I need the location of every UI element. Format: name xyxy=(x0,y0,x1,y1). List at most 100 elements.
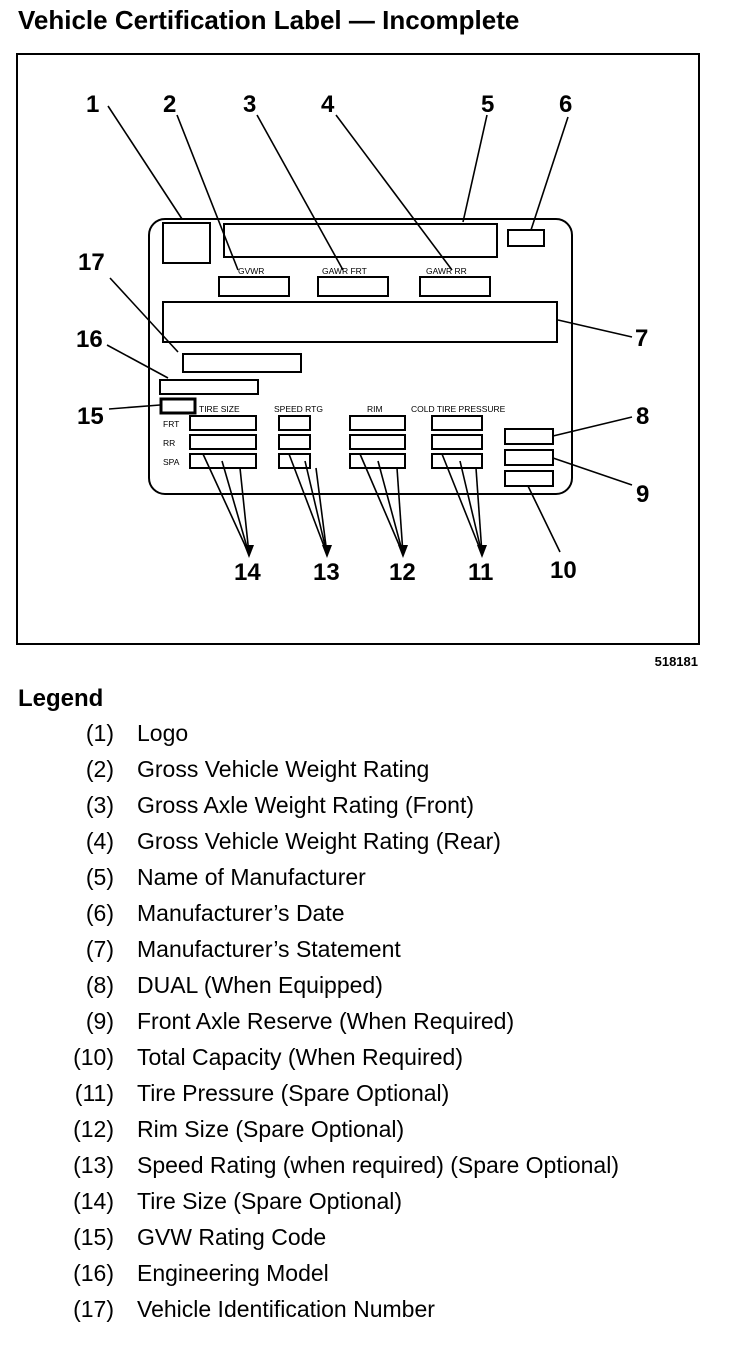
total-capacity-box xyxy=(504,470,554,487)
legend-text: Gross Vehicle Weight Rating (Rear) xyxy=(137,828,501,854)
dual-box xyxy=(504,428,554,445)
legend-code: (4) xyxy=(85,828,114,854)
pressure-frt xyxy=(431,415,483,431)
rim-frt xyxy=(349,415,406,431)
legend-code: (9) xyxy=(85,1008,114,1034)
legend-text: Rim Size (Spare Optional) xyxy=(137,1116,405,1142)
legend-item: (4) Gross Vehicle Weight Rating (Rear) xyxy=(0,826,752,857)
label-outline xyxy=(148,218,573,495)
frt-label: FRT xyxy=(163,419,179,429)
spa-label: SPA xyxy=(163,457,180,467)
cold-tire-pressure-label: COLD TIRE PRESSURE xyxy=(411,404,506,414)
legend-list: (1) Logo (2) Gross Vehicle Weight Rating (… xyxy=(0,718,752,1330)
legend-code: (2) xyxy=(85,756,114,782)
legend-code: (6) xyxy=(85,900,114,926)
callout-16: 16 xyxy=(76,326,103,353)
callout-14: 14 xyxy=(234,559,261,586)
callout-13: 13 xyxy=(313,559,340,586)
callout-6: 6 xyxy=(559,91,572,118)
manufacturer-date-box xyxy=(507,229,545,247)
legend-item: (12) Rim Size (Spare Optional) xyxy=(0,1114,752,1145)
legend-code: (12) xyxy=(73,1116,114,1142)
gvwr-box xyxy=(218,276,290,297)
legend-text: Engineering Model xyxy=(137,1260,329,1286)
engineering-model-box xyxy=(159,379,259,395)
legend-text: Tire Size (Spare Optional) xyxy=(137,1188,403,1214)
callout-4: 4 xyxy=(321,91,335,118)
callout-3: 3 xyxy=(243,91,256,118)
legend-text: Tire Pressure (Spare Optional) xyxy=(137,1080,450,1106)
callout-7: 7 xyxy=(635,325,648,352)
legend-code: (3) xyxy=(85,792,114,818)
legend-code: (13) xyxy=(73,1152,114,1178)
page-title: Vehicle Certification Label — Incomplete xyxy=(18,5,520,35)
callout-10: 10 xyxy=(550,557,577,584)
legend-text: Gross Axle Weight Rating (Front) xyxy=(137,792,475,818)
pressure-spa xyxy=(431,453,483,469)
callout-1: 1 xyxy=(86,91,99,118)
legend-item: (14) Tire Size (Spare Optional) xyxy=(0,1186,752,1217)
callout-11: 11 xyxy=(468,559,493,586)
legend-code: (15) xyxy=(73,1224,114,1250)
legend-item: (6)Manufacturer’s Date xyxy=(0,898,752,929)
statement-box xyxy=(162,301,558,343)
figure-frame xyxy=(16,53,700,645)
gvwr-label: GVWR xyxy=(238,266,264,276)
legend-item: (7)Manufacturer’s Statement xyxy=(0,934,752,965)
legend-code: (14) xyxy=(73,1188,114,1214)
gvw-rating-code-box xyxy=(159,397,197,415)
legend-text: Total Capacity (When Required) xyxy=(137,1044,463,1070)
callout-17: 17 xyxy=(78,249,105,276)
legend-code: (16) xyxy=(73,1260,114,1286)
legend-text: Vehicle Identification Number xyxy=(137,1296,435,1322)
vin-box xyxy=(182,353,302,373)
legend-text: Manufacturer’s Statement xyxy=(137,936,401,962)
legend-item: (8) DUAL (When Equipped) xyxy=(0,970,752,1001)
gawr-rr-box xyxy=(419,276,491,297)
legend-code: (10) xyxy=(73,1044,114,1070)
legend-item: (13) Speed Rating (when required) (Spare … xyxy=(0,1150,752,1181)
legend-text: GVW Rating Code xyxy=(137,1224,327,1250)
legend-item: (11) Tire Pressure (Spare Optional) xyxy=(0,1078,752,1109)
legend-item: (5)Name of Manufacturer xyxy=(0,862,752,893)
speed-rtg-frt xyxy=(278,415,311,431)
legend-text: DUAL (When Equipped) xyxy=(137,972,383,998)
tire-size-frt xyxy=(189,415,257,431)
legend-code: (11) xyxy=(74,1080,114,1106)
legend-title: Legend xyxy=(18,685,104,712)
figure-number: 518181 xyxy=(654,654,698,669)
legend-code: (17) xyxy=(73,1296,114,1322)
callout-8: 8 xyxy=(636,403,649,430)
gawr-frt-box xyxy=(317,276,389,297)
pressure-rr xyxy=(431,434,483,450)
legend-code: (1) xyxy=(85,720,114,746)
tire-size-rr xyxy=(189,434,257,450)
legend-item: (1) Logo xyxy=(0,718,752,749)
legend-item: (17) Vehicle Identification Number xyxy=(0,1294,752,1325)
gawr-rr-label: GAWR RR xyxy=(426,266,467,276)
speed-rtg-label: SPEED RTG xyxy=(274,404,323,414)
legend-item: (3) Gross Axle Weight Rating (Front) xyxy=(0,790,752,821)
legend-text: Speed Rating (when required) (Spare Opti… xyxy=(137,1152,619,1178)
callout-2: 2 xyxy=(163,91,176,118)
rim-spa xyxy=(349,453,406,469)
callout-9: 9 xyxy=(636,481,649,508)
rim-label: RIM xyxy=(367,404,383,414)
legend-text: Logo xyxy=(137,720,189,746)
callout-15: 15 xyxy=(77,403,104,430)
legend-code: (5) xyxy=(85,864,114,890)
legend-item: (2) Gross Vehicle Weight Rating xyxy=(0,754,752,785)
legend-item: (16) Engineering Model xyxy=(0,1258,752,1289)
legend-item: (15) GVW Rating Code xyxy=(0,1222,752,1253)
legend-text: Gross Vehicle Weight Rating xyxy=(137,756,430,782)
callout-12: 12 xyxy=(389,559,416,586)
label-diagram: GVWR GAWR FRT GAWR RR TIRE SIZE SPEED RT… xyxy=(76,91,649,586)
legend-item: (9)Front Axle Reserve (When Required) xyxy=(0,1006,752,1037)
callout-5: 5 xyxy=(481,91,494,118)
rim-rr xyxy=(349,434,406,450)
gawr-frt-label: GAWR FRT xyxy=(322,266,367,276)
logo-box xyxy=(162,222,211,264)
legend-code: (8) xyxy=(85,972,114,998)
tire-size-spa xyxy=(189,453,257,469)
manufacturer-name-box xyxy=(223,223,498,258)
